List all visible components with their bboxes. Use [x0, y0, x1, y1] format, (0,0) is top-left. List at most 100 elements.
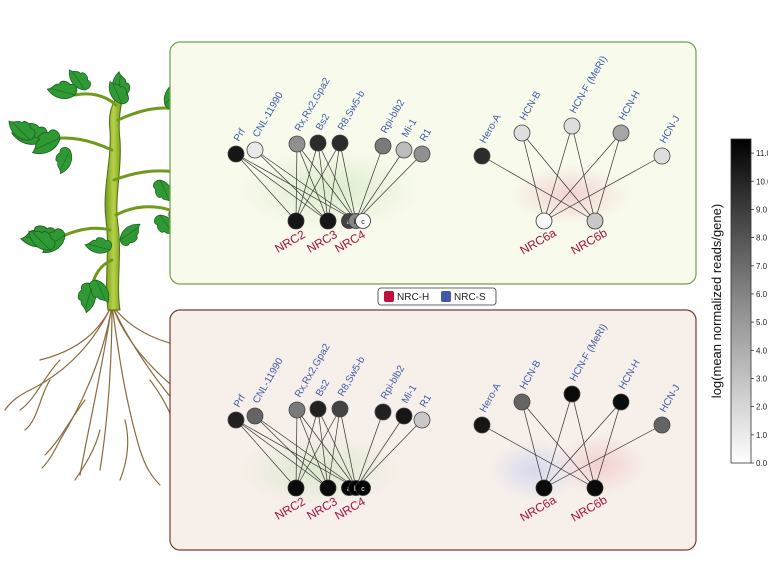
colorbar-gradient [730, 138, 752, 464]
sensor-node-hcnh [612, 124, 630, 142]
sensor-node-cnl [246, 407, 264, 425]
legend-label-nrc-h: NRC-H [397, 292, 429, 303]
edge-hcnf-nrc6b [571, 125, 596, 222]
legend-box [377, 287, 497, 306]
colorbar: 0.01.02.03.04.05.06.07.08.09.010.011.0 l… [709, 138, 768, 468]
sensor-node-r1 [413, 145, 431, 163]
edge-cnl-nrc4 [254, 149, 357, 222]
edge-bs2-nrc4 [317, 142, 357, 222]
edge-rx-nrc4 [296, 143, 357, 222]
edge-hcnb-nrc6a [521, 401, 545, 489]
legend: NRC-H NRC-S [377, 287, 497, 306]
edge-hcnb-nrc6b [521, 401, 596, 489]
sensor-node-hero [473, 416, 491, 434]
sensor-node-rpi [374, 137, 392, 155]
sensor-node-hcnj [653, 416, 671, 434]
sensor-node-cnl [246, 141, 264, 159]
helper-node-nrc6b [586, 479, 604, 497]
edge-mi1-nrc4 [355, 149, 405, 222]
sensor-node-rx [288, 135, 306, 153]
helper-node-nrc4-c [355, 213, 371, 229]
edge-hero-nrc6b [481, 155, 596, 222]
colorbar-tick-label: 5.0 [756, 318, 768, 327]
root-panel-background [169, 309, 697, 551]
colorbar-tick-label: 7.0 [756, 262, 768, 271]
colorbar-tick-label: 8.0 [756, 234, 768, 243]
edge-bs2-nrc3 [317, 408, 329, 489]
edge-prf-nrc4 [235, 419, 357, 489]
sensor-node-r1 [413, 411, 431, 429]
sensor-node-bs2 [309, 134, 327, 152]
helper-node-nrc3 [319, 479, 337, 497]
edge-hcnb-nrc6a [521, 132, 545, 222]
edge-hcnh-nrc6b [594, 401, 622, 489]
edge-prf-nrc3 [235, 419, 329, 489]
edge-cnl-nrc4 [254, 415, 357, 489]
helper-subunit-label-c: c [361, 486, 365, 493]
sensor-node-hcnb [513, 124, 531, 142]
edge-hcnj-nrc6a [543, 155, 663, 222]
sensor-node-hero [473, 147, 491, 165]
edge-hcnf-nrc6a [543, 393, 573, 489]
sensor-node-prf [227, 411, 245, 429]
sensor-node-bs2 [309, 400, 327, 418]
helper-node-nrc2 [287, 479, 305, 497]
helper-node-nrc4-c [355, 480, 371, 496]
edge-prf-nrc2 [235, 419, 297, 489]
edge-r1-nrc4 [355, 419, 423, 489]
edge-r8-nrc3 [327, 142, 341, 222]
edge-r8-nrc2 [295, 142, 341, 222]
edge-bs2-nrc2 [295, 142, 319, 222]
edge-r8-nrc2 [295, 408, 341, 489]
colorbar-tick-label: 6.0 [756, 290, 768, 299]
edge-hcnh-nrc6a [543, 401, 622, 489]
stem [104, 99, 123, 311]
edge-r8-nrc4 [339, 408, 357, 489]
edge-hcnj-nrc6a [543, 424, 663, 489]
edge-prf-nrc4 [235, 153, 357, 222]
tomato-plant-illustration [4, 63, 226, 486]
colorbar-ticks: 0.01.02.03.04.05.06.07.08.09.010.011.0 [751, 149, 768, 468]
sensor-node-prf [227, 145, 245, 163]
sensor-node-hcnb [513, 393, 531, 411]
helper-node-nrc6a [535, 479, 553, 497]
colorbar-tick-label: 1.0 [756, 431, 768, 440]
colorbar-title: log(mean normalized reads/gene) [709, 204, 724, 398]
helper-node-nrc3 [319, 212, 337, 230]
edge-hcnh-nrc6a [543, 132, 622, 222]
colorbar-tick-label: 11.0 [756, 149, 768, 158]
sensor-node-hcnj [653, 147, 671, 165]
sensor-node-rx [288, 401, 306, 419]
edge-rpi-nrc4 [355, 411, 384, 489]
edge-rx-nrc4 [296, 409, 357, 489]
helper-node-nrc6a [535, 212, 553, 230]
sensor-node-hcnf [563, 385, 581, 403]
edge-hero-nrc6b [481, 424, 596, 489]
colorbar-tick-label: 10.0 [756, 177, 768, 186]
helper-node-nrc2 [287, 212, 305, 230]
edge-bs2-nrc2 [295, 408, 319, 489]
sensor-node-mi1 [395, 407, 413, 425]
sensor-node-hcnf [563, 117, 581, 135]
sensor-node-mi1 [395, 141, 413, 159]
root-edges [235, 393, 663, 489]
colorbar-tick-label: 4.0 [756, 346, 768, 355]
edge-hcnf-nrc6b [571, 393, 596, 489]
sensor-node-hcnh [612, 393, 630, 411]
colorbar-tick-label: 2.0 [756, 403, 768, 412]
edge-cnl-nrc3 [254, 415, 329, 489]
edge-r8-nrc3 [327, 408, 341, 489]
edge-bs2-nrc3 [317, 142, 329, 222]
edge-prf-nrc2 [235, 153, 297, 222]
edge-mi1-nrc4 [355, 415, 405, 489]
edge-r8-nrc4 [339, 142, 357, 222]
edge-bs2-nrc4 [317, 408, 357, 489]
edge-hcnf-nrc6a [543, 125, 573, 222]
edge-rpi-nrc4 [355, 145, 384, 222]
legend-label-nrc-s: NRC-S [454, 292, 486, 303]
edge-prf-nrc3 [235, 153, 329, 222]
helper-node-nrc6b [586, 212, 604, 230]
colorbar-tick-label: 0.0 [756, 459, 768, 468]
helper-subunit-label-c: c [361, 219, 365, 226]
